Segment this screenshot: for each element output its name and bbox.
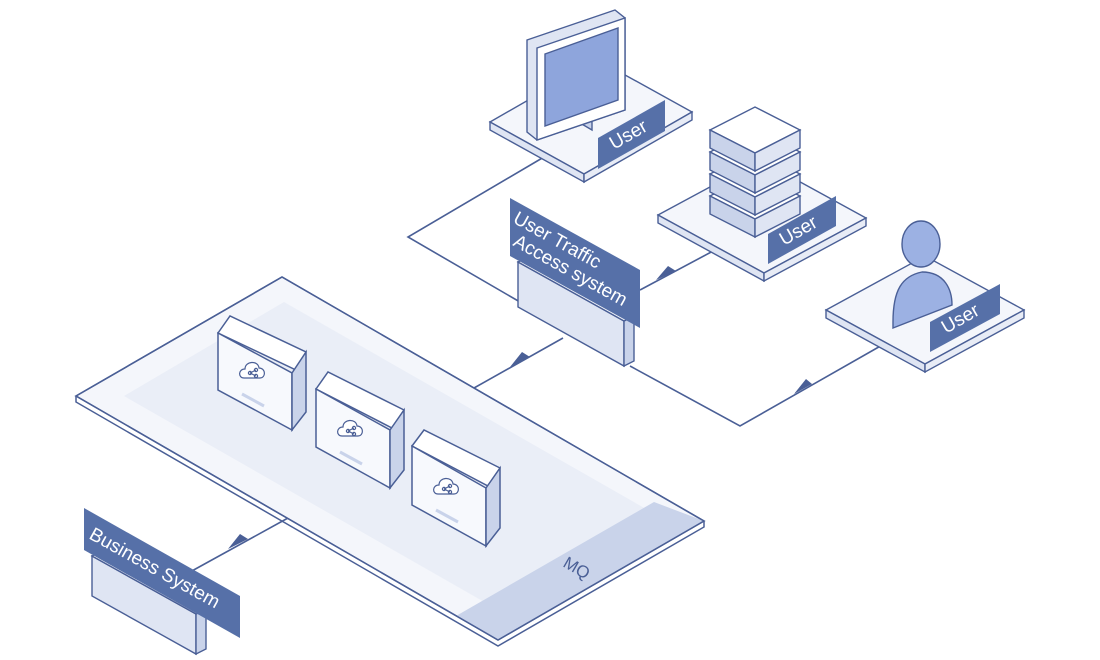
edge-traffic-to-person	[629, 343, 885, 427]
arrow-mq-to-business	[228, 534, 248, 549]
arrow-server-to-traffic	[656, 266, 676, 280]
node-user-server	[656, 106, 868, 283]
person-icon	[892, 220, 953, 330]
arrow-to-person	[794, 379, 812, 394]
node-user-person	[824, 220, 1026, 374]
traffic-label-box	[510, 198, 640, 328]
cloud-network-icon	[337, 419, 363, 466]
edge-mq-to-business	[189, 517, 289, 573]
cloud-network-icon	[433, 477, 459, 524]
server-platform-edge-r	[763, 216, 867, 283]
cloud-network-icon	[239, 361, 265, 408]
monitor-icon	[526, 9, 626, 141]
business-label-box	[84, 508, 240, 638]
mq-panel-edge	[75, 396, 705, 647]
node-business-system	[84, 508, 240, 656]
person-platform-edge-r	[924, 308, 1025, 374]
person-label-box	[930, 284, 1000, 352]
node-mq	[74, 276, 706, 647]
edge-monitor-to-traffic	[406, 156, 545, 303]
node-user-monitor	[488, 9, 694, 184]
mq-card-3	[410, 429, 502, 549]
node-traffic-system	[510, 198, 640, 368]
connector-lines	[189, 156, 885, 573]
server-label-box	[768, 196, 836, 264]
arrow-traffic-to-mq	[510, 352, 530, 367]
mq-card-2	[314, 371, 406, 491]
server-stack-icon	[708, 106, 802, 239]
monitor-label-box	[598, 100, 665, 169]
mq-accent-band	[456, 502, 704, 640]
edge-server-to-traffic	[639, 249, 716, 291]
mq-card-1	[216, 315, 308, 433]
edge-traffic-to-mq	[473, 337, 564, 389]
